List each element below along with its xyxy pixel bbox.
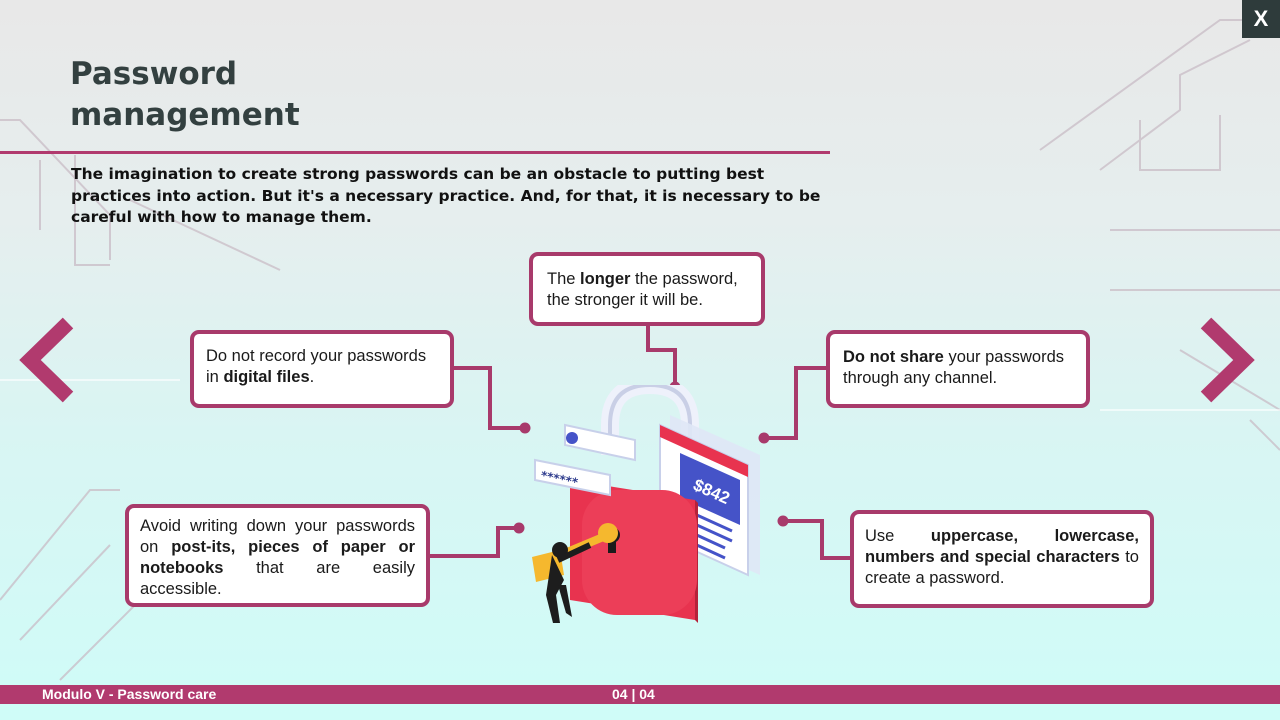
tip-emphasis: post-its, pieces of paper or notebooks [140, 538, 416, 577]
amount-panel [680, 453, 740, 525]
tip-character-mix: Use uppercase, lowercase, numbers and sp… [850, 510, 1154, 608]
tip-emphasis: Do not share [843, 348, 944, 366]
page-indicator: 04 | 04 [612, 686, 655, 702]
login-field [564, 423, 636, 462]
title-line-2: management [70, 97, 300, 133]
course-label: Modulo V - Password care [42, 686, 217, 702]
chevron-right-icon[interactable] [1196, 315, 1256, 405]
title-line-1: Password [70, 56, 238, 92]
intro-text: The imagination to create strong passwor… [71, 165, 821, 226]
page-title: Password management [70, 54, 470, 136]
close-button[interactable]: X [1242, 0, 1280, 38]
tip-no-digital-files: Do not record your passwords in digital … [190, 330, 454, 408]
padlock-illustration: $842 ****** [532, 385, 760, 623]
tip-no-post-its: Avoid writing down your passwords on pos… [125, 504, 430, 607]
password-field [534, 458, 611, 497]
tip-text: the password, the stronger it will be. [547, 270, 738, 309]
tip-emphasis: digital files [223, 368, 310, 386]
tip-do-not-share: Do not share your passwords through any … [826, 330, 1090, 408]
user-icon [566, 432, 578, 444]
tip-text: your passwords through any channel. [843, 348, 1064, 387]
tip-longer-password: The longer the password, the stronger it… [529, 252, 765, 326]
title-divider [0, 151, 830, 154]
chevron-left-icon[interactable] [18, 315, 78, 405]
tip-text: Do not record your passwords in [206, 347, 427, 386]
tip-text: Use [865, 527, 931, 545]
tip-text: Avoid writing down your passwords on [140, 517, 415, 556]
tip-text: that are easily accessible. [140, 559, 415, 598]
tip-emphasis: longer [580, 270, 631, 288]
tip-text: The [547, 270, 581, 288]
tip-text: to create a password. [865, 548, 1139, 587]
tip-emphasis: uppercase, lowercase, numbers and specia… [865, 527, 1139, 566]
tip-text: . [309, 368, 315, 386]
footer-bar: Modulo V - Password care 04 | 04 [0, 685, 1280, 704]
person-with-key [532, 523, 618, 623]
